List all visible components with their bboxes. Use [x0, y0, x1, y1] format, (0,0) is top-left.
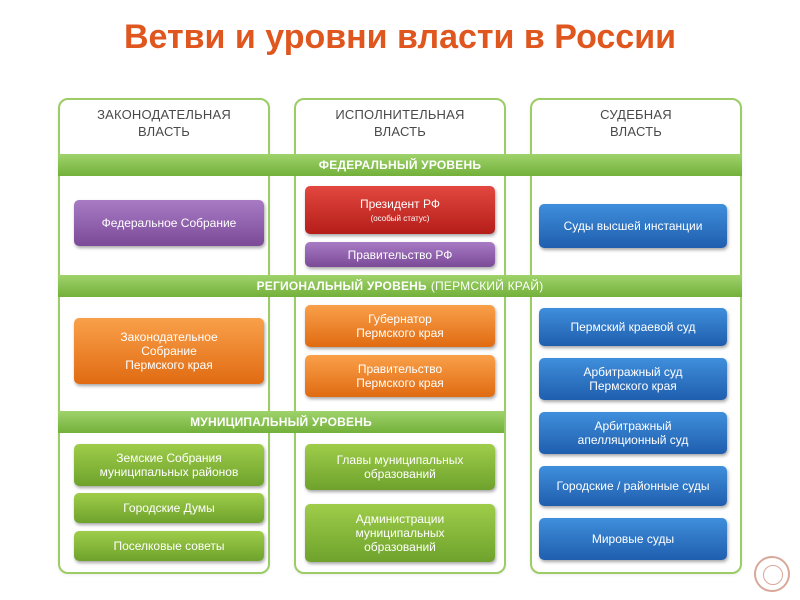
judicial-column-header: СУДЕБНАЯ ВЛАСТЬ — [530, 106, 742, 140]
box-label: образований — [364, 467, 436, 481]
band-sublabel: (ПЕРМСКИЙ КРАЙ) — [430, 279, 544, 293]
box-label: Арбитражный — [594, 419, 672, 433]
city-dumas-box: Городские Думы — [74, 493, 264, 523]
band-label: ФЕДЕРАЛЬНЫЙ УРОВЕНЬ — [318, 158, 482, 172]
box-label: муниципальных — [355, 526, 445, 540]
zemsky-assemblies-box: Земские Собрания муниципальных районов — [74, 444, 264, 486]
box-label: Правительство РФ — [347, 247, 453, 262]
executive-column-header: ИСПОЛНИТЕЛЬНАЯ ВЛАСТЬ — [294, 106, 506, 140]
box-label: Поселковые советы — [113, 539, 225, 553]
arbitration-court-box: Арбитражный суд Пермского края — [539, 358, 727, 400]
university-seal-icon — [754, 556, 790, 592]
header-line: ВЛАСТЬ — [373, 124, 427, 139]
box-label: Городские Думы — [123, 501, 215, 515]
box-label: Арбитражный суд — [583, 365, 683, 379]
box-label: Пермского края — [356, 326, 444, 340]
box-label: Городские / районные суды — [556, 479, 710, 493]
city-district-courts-box: Городские / районные суды — [539, 466, 727, 506]
box-label: Пермского края — [589, 379, 677, 393]
box-label: образований — [364, 540, 436, 554]
magistrate-courts-box: Мировые суды — [539, 518, 727, 560]
box-label: Мировые суды — [591, 532, 675, 546]
box-label: муниципальных районов — [99, 465, 239, 479]
regional-assembly-box: Законодательное Собрание Пермского края — [74, 318, 264, 384]
header-line: ВЛАСТЬ — [609, 124, 663, 139]
appeal-court-box: Арбитражный апелляционный суд — [539, 412, 727, 454]
settlement-councils-box: Поселковые советы — [74, 531, 264, 561]
box-label: Законодательное — [120, 330, 218, 344]
header-line: СУДЕБНАЯ — [600, 107, 672, 122]
federal-government-box: Правительство РФ — [305, 242, 495, 267]
legislative-column-header: ЗАКОНОДАТЕЛЬНАЯ ВЛАСТЬ — [58, 106, 270, 140]
header-line: ИСПОЛНИТЕЛЬНАЯ — [335, 107, 465, 122]
municipal-administrations-box: Администрации муниципальных образований — [305, 504, 495, 562]
regional-government-box: Правительство Пермского края — [305, 355, 495, 397]
federal-assembly-box: Федеральное Собрание — [74, 200, 264, 246]
box-label: Пермского края — [356, 376, 444, 390]
box-label: Администрации — [355, 512, 445, 526]
box-label: Главы муниципальных — [336, 453, 464, 467]
krai-court-box: Пермский краевой суд — [539, 308, 727, 346]
regional-level-band: РЕГИОНАЛЬНЫЙ УРОВЕНЬ (ПЕРМСКИЙ КРАЙ) — [58, 275, 742, 297]
box-note: (особый статус) — [370, 213, 430, 223]
box-label: Земские Собрания — [116, 451, 222, 465]
box-label: Суды высшей инстанции — [563, 219, 703, 233]
header-line: ЗАКОНОДАТЕЛЬНАЯ — [97, 107, 231, 122]
page-title: Ветви и уровни власти в России — [123, 18, 677, 56]
municipal-level-band: МУНИЦИПАЛЬНЫЙ УРОВЕНЬ — [58, 411, 504, 433]
box-label: Президент РФ — [359, 196, 441, 211]
header-line: ВЛАСТЬ — [137, 124, 191, 139]
federal-level-band: ФЕДЕРАЛЬНЫЙ УРОВЕНЬ — [58, 154, 742, 176]
box-label: Федеральное Собрание — [101, 216, 237, 230]
supreme-courts-box: Суды высшей инстанции — [539, 204, 727, 248]
band-label: МУНИЦИПАЛЬНЫЙ УРОВЕНЬ — [190, 415, 372, 429]
box-label: Собрание — [141, 344, 197, 358]
box-label: Пермский краевой суд — [570, 320, 696, 334]
president-box: Президент РФ (особый статус) — [305, 186, 495, 234]
box-label: Правительство — [357, 362, 443, 376]
municipal-heads-box: Главы муниципальных образований — [305, 444, 495, 490]
band-label: РЕГИОНАЛЬНЫЙ УРОВЕНЬ — [256, 279, 427, 293]
governor-box: Губернатор Пермского края — [305, 305, 495, 347]
box-label: Губернатор — [368, 312, 432, 326]
box-label: Пермского края — [125, 358, 213, 372]
box-label: апелляционный суд — [577, 433, 689, 447]
